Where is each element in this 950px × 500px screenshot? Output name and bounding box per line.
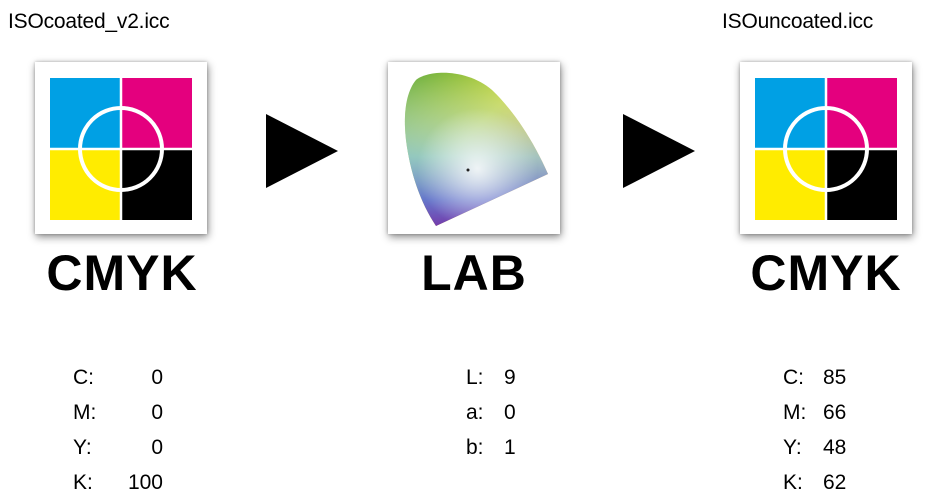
value-key: K: [73, 471, 93, 494]
value-number: 0 [151, 366, 163, 389]
value-number: 62 [823, 471, 847, 494]
lab-gamut-tile [388, 62, 560, 234]
value-row-k: K: 100 [73, 465, 163, 500]
source-profile-name: ISOcoated_v2.icc [8, 10, 170, 33]
value-row-b: b: 1 [466, 430, 526, 465]
lab-gamut-icon [404, 72, 549, 227]
value-key: Y: [73, 436, 92, 459]
value-number: 100 [127, 471, 163, 494]
value-row-c: C: 85 [783, 360, 863, 395]
right-arrow-icon [266, 114, 338, 188]
destination-space-label: CMYK [750, 245, 902, 301]
source-space-label: CMYK [46, 245, 198, 301]
right-arrow-icon [623, 114, 695, 188]
value-row-c: C: 0 [73, 360, 163, 395]
value-key: C: [73, 366, 94, 389]
value-row-a: a: 0 [466, 395, 526, 430]
lab-space-label: LAB [421, 245, 527, 301]
cmyk-target-icon [755, 78, 897, 220]
value-number: 0 [504, 401, 516, 424]
value-number: 0 [151, 436, 163, 459]
destination-cmyk-tile [740, 62, 912, 234]
value-number: 48 [823, 436, 847, 459]
value-row-m: M: 66 [783, 395, 863, 430]
value-row-y: Y: 48 [783, 430, 863, 465]
value-row-k: K: 62 [783, 465, 863, 500]
value-row-l: L: 9 [466, 360, 526, 395]
value-key: M: [73, 401, 97, 424]
cmyk-target-icon [50, 78, 192, 220]
value-number: 9 [504, 366, 516, 389]
destination-profile-name: ISOuncoated.icc [722, 10, 874, 33]
value-number: 1 [504, 436, 516, 459]
value-key: K: [783, 471, 803, 494]
value-row-m: M: 0 [73, 395, 163, 430]
value-key: L: [466, 366, 484, 389]
value-key: Y: [783, 436, 802, 459]
value-number: 85 [823, 366, 847, 389]
value-number: 0 [151, 401, 163, 424]
value-key: a: [466, 401, 484, 424]
value-key: b: [466, 436, 484, 459]
value-number: 66 [823, 401, 847, 424]
destination-values: C: 85 M: 66 Y: 48 K: 62 [783, 360, 863, 500]
value-key: C: [783, 366, 804, 389]
source-values: C: 0 M: 0 Y: 0 K: 100 [73, 360, 163, 500]
value-key: M: [783, 401, 807, 424]
value-row-y: Y: 0 [73, 430, 163, 465]
source-cmyk-tile [35, 62, 207, 234]
lab-values: L: 9 a: 0 b: 1 [466, 360, 526, 465]
